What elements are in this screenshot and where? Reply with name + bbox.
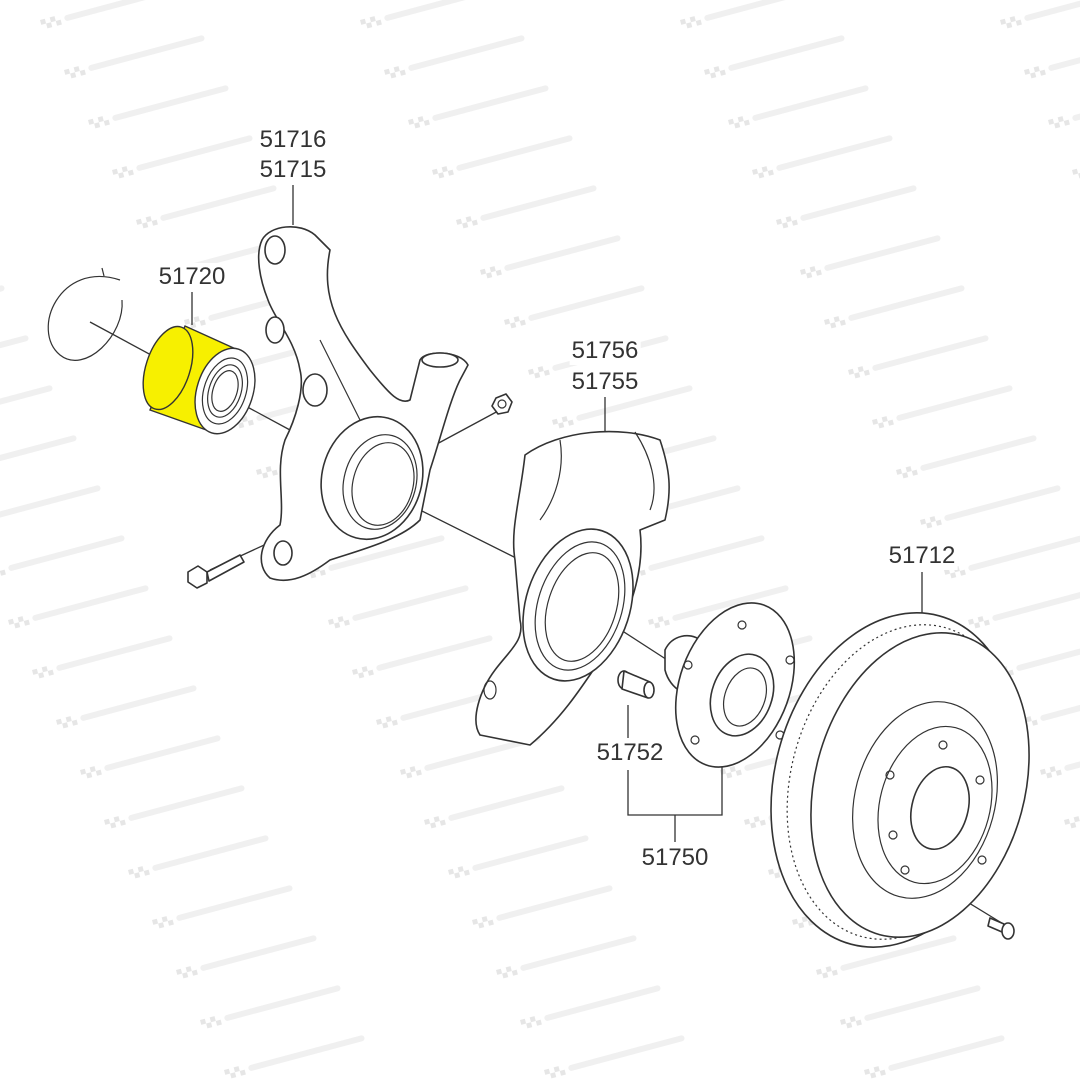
disc-screw [987,917,1015,940]
part-number-51750: 51750 [639,844,711,872]
part-number-51756: 51756 [569,337,641,365]
steering-knuckle [257,225,469,582]
brake-disc [770,612,1030,948]
wheel-bearing-highlighted [142,325,256,435]
part-number-51716: 51716 [257,126,329,154]
part-number-51755: 51755 [569,368,641,396]
part-number-51712: 51712 [886,542,958,570]
snap-ring [47,267,123,361]
part-number-51752: 51752 [594,739,666,767]
dust-shield [475,430,670,746]
knuckle-bolt [187,554,245,589]
hub-bolt [617,670,655,699]
knuckle-nut [491,393,513,415]
part-number-51720: 51720 [156,263,228,291]
wheel-hub [664,602,796,768]
part-number-51715: 51715 [257,156,329,184]
